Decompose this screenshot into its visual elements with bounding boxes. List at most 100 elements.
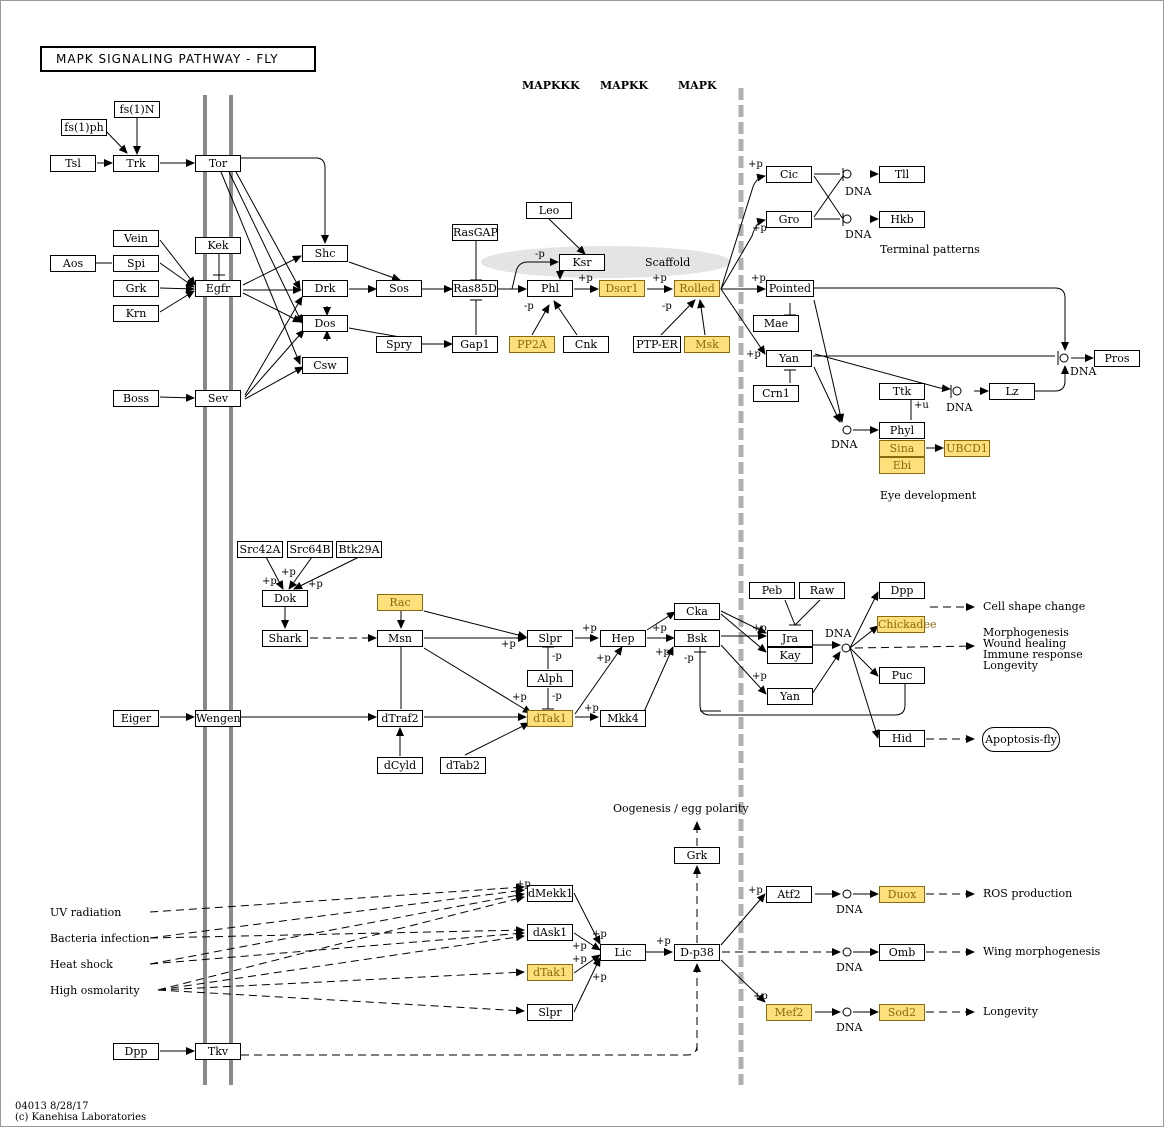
gene-slpr[interactable]: Slpr — [527, 630, 573, 647]
gene-dpp-input[interactable]: Dpp — [113, 1043, 159, 1060]
gene-puc[interactable]: Puc — [879, 667, 925, 684]
label-morphogenesis: Morphogenesis — [983, 626, 1069, 639]
gene-gro[interactable]: Gro — [766, 211, 812, 228]
gene-chickadee[interactable]: Chickadee — [877, 616, 937, 633]
gene-ebi[interactable]: Ebi — [879, 457, 925, 474]
gene-raw[interactable]: Raw — [799, 582, 845, 599]
gene-tsl[interactable]: Tsl — [50, 155, 96, 172]
gene-peb[interactable]: Peb — [749, 582, 795, 599]
gene-grk-oogenesis[interactable]: Grk — [674, 847, 720, 864]
dephosphorylation-mark: -p — [535, 249, 545, 260]
gene-duox[interactable]: Duox — [879, 886, 925, 903]
gene-crn1[interactable]: Crn1 — [753, 385, 799, 402]
gene-fs1ph[interactable]: fs(1)ph — [61, 119, 107, 136]
gene-eiger[interactable]: Eiger — [113, 710, 159, 727]
gene-drk[interactable]: Drk — [302, 280, 348, 297]
gene-grk[interactable]: Grk — [113, 280, 159, 297]
gene-gap1[interactable]: Gap1 — [452, 336, 498, 353]
gene-alph[interactable]: Alph — [527, 670, 573, 687]
gene-pointed[interactable]: Pointed — [766, 280, 814, 297]
gene-dask1[interactable]: dAsk1 — [527, 924, 573, 941]
gene-yan[interactable]: Yan — [766, 350, 812, 367]
gene-rasgap[interactable]: RasGAP — [452, 224, 498, 241]
gene-shark[interactable]: Shark — [262, 630, 308, 647]
gene-mkk4[interactable]: Mkk4 — [600, 710, 646, 727]
phosphorylation-mark: +p — [572, 941, 587, 952]
phosphorylation-mark: +p — [281, 567, 296, 578]
gene-hep[interactable]: Hep — [600, 630, 646, 647]
gene-sev[interactable]: Sev — [195, 390, 241, 407]
gene-dmekk1[interactable]: dMekk1 — [527, 885, 574, 902]
gene-mae[interactable]: Mae — [753, 315, 799, 332]
gene-hid[interactable]: Hid — [879, 730, 925, 747]
gene-omb[interactable]: Omb — [879, 944, 925, 961]
gene-ksr[interactable]: Ksr — [559, 254, 605, 271]
gene-spry[interactable]: Spry — [376, 336, 422, 353]
gene-csw[interactable]: Csw — [302, 357, 348, 374]
gene-dos[interactable]: Dos — [302, 315, 348, 332]
gene-dtak1-stress[interactable]: dTak1 — [527, 964, 573, 981]
gene-jra[interactable]: Jra — [767, 630, 813, 647]
label-wound-healing: Wound healing — [983, 637, 1067, 650]
gene-lz[interactable]: Lz — [989, 383, 1035, 400]
gene-fs1n[interactable]: fs(1)N — [114, 101, 160, 118]
gene-vein[interactable]: Vein — [113, 230, 159, 247]
gene-ttk[interactable]: Ttk — [879, 383, 925, 400]
gene-dtab2[interactable]: dTab2 — [440, 757, 486, 774]
gene-dp38[interactable]: D-p38 — [674, 944, 720, 961]
gene-tll[interactable]: Tll — [879, 166, 925, 183]
map-link-apoptosis-fly[interactable]: Apoptosis-fly — [982, 727, 1060, 752]
gene-msn[interactable]: Msn — [377, 630, 423, 647]
gene-sod2[interactable]: Sod2 — [879, 1004, 925, 1021]
gene-sos[interactable]: Sos — [376, 280, 422, 297]
gene-spi[interactable]: Spi — [113, 255, 159, 272]
gene-btk29a[interactable]: Btk29A — [336, 541, 382, 558]
gene-aos[interactable]: Aos — [50, 255, 96, 272]
dna-label: DNA — [831, 438, 858, 451]
gene-shc[interactable]: Shc — [302, 245, 348, 262]
gene-atf2[interactable]: Atf2 — [766, 886, 812, 903]
gene-src64b[interactable]: Src64B — [287, 541, 333, 558]
gene-dsor1[interactable]: Dsor1 — [599, 280, 645, 297]
gene-rolled[interactable]: Rolled — [674, 280, 720, 297]
gene-phl[interactable]: Phl — [527, 280, 573, 297]
gene-leo[interactable]: Leo — [526, 202, 572, 219]
gene-mef2[interactable]: Mef2 — [766, 1004, 812, 1021]
indirect-edges — [149, 603, 975, 1051]
gene-yan-jnk[interactable]: Yan — [767, 688, 813, 705]
gene-tkv[interactable]: Tkv — [195, 1043, 241, 1060]
gene-dok[interactable]: Dok — [262, 590, 308, 607]
gene-krn[interactable]: Krn — [113, 305, 159, 322]
gene-wengen[interactable]: Wengen — [195, 710, 241, 727]
gene-kek[interactable]: Kek — [195, 237, 241, 254]
gene-dtak1[interactable]: dTak1 — [527, 710, 573, 727]
gene-sina[interactable]: Sina — [879, 440, 925, 457]
gene-cnk[interactable]: Cnk — [563, 336, 609, 353]
gene-cka[interactable]: Cka — [674, 603, 720, 620]
gene-trk[interactable]: Trk — [113, 155, 159, 172]
gene-bsk[interactable]: Bsk — [674, 630, 720, 647]
gene-msk[interactable]: Msk — [684, 336, 730, 353]
gene-pros[interactable]: Pros — [1094, 350, 1140, 367]
tkv-to-dp38-edge — [241, 1044, 698, 1056]
gene-kay[interactable]: Kay — [767, 647, 813, 664]
gene-dcyld[interactable]: dCyld — [377, 757, 423, 774]
gene-pp2a[interactable]: PP2A — [509, 336, 555, 353]
gene-phyl[interactable]: Phyl — [879, 422, 925, 439]
phosphorylation-mark: +p — [308, 579, 323, 590]
gene-cic[interactable]: Cic — [766, 166, 812, 183]
gene-boss[interactable]: Boss — [113, 390, 159, 407]
gene-ras85d[interactable]: Ras85D — [452, 280, 498, 297]
gene-ptper[interactable]: PTP-ER — [633, 336, 681, 353]
gene-src42a[interactable]: Src42A — [237, 541, 283, 558]
gene-slpr-stress[interactable]: Slpr — [527, 1004, 573, 1021]
gene-dtraf2[interactable]: dTraf2 — [377, 710, 423, 727]
gene-egfr[interactable]: Egfr — [195, 280, 241, 297]
gene-ubcd1[interactable]: UBCD1 — [944, 440, 990, 457]
gene-lic[interactable]: Lic — [600, 944, 646, 961]
gene-dpp-output[interactable]: Dpp — [879, 582, 925, 599]
dna-label: DNA — [1070, 365, 1097, 378]
gene-hkb[interactable]: Hkb — [879, 211, 925, 228]
gene-rac[interactable]: Rac — [377, 594, 423, 611]
gene-tor[interactable]: Tor — [195, 155, 241, 172]
